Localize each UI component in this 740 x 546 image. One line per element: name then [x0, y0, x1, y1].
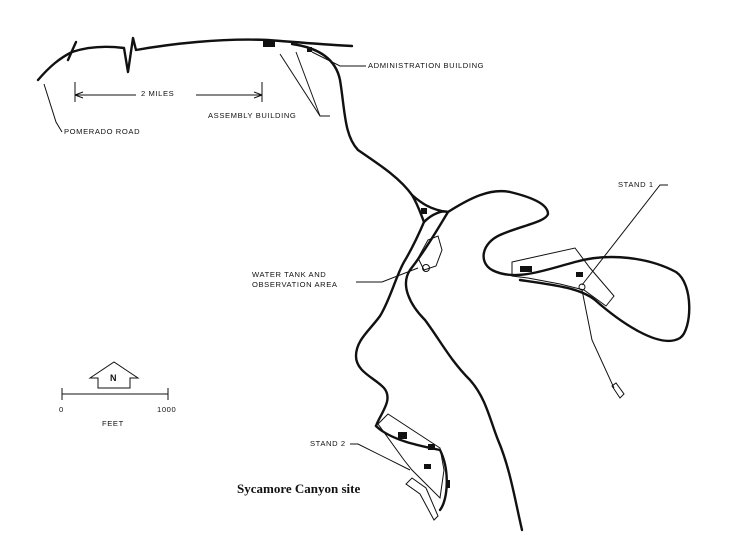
junction-building	[421, 208, 427, 214]
pomerado-road-line	[36, 36, 354, 82]
stand-2-building-b	[428, 444, 435, 450]
scale-unit: FEET	[102, 419, 124, 428]
scale-end: 1000	[157, 405, 177, 414]
assembly-building	[263, 40, 275, 47]
south-road-east	[404, 210, 524, 532]
north-arrow-icon	[88, 361, 140, 389]
stand-2-leader	[350, 443, 411, 471]
label-assembly-building: ASSEMBLY BUILDING	[208, 111, 297, 120]
north-arrow-label: N	[110, 373, 118, 383]
map-caption: Sycamore Canyon site	[237, 481, 361, 496]
road-fork-left	[66, 40, 78, 62]
distance-dimension-line	[74, 82, 263, 102]
stand-1-lane	[511, 247, 615, 307]
stand-2-building-d	[446, 480, 450, 488]
stand-2-building-c	[424, 464, 431, 469]
pomerado-leader	[43, 83, 63, 133]
label-stand-2: STAND 2	[310, 439, 346, 448]
scale-bar	[61, 388, 169, 400]
water-tank-leader	[356, 267, 419, 283]
water-tank	[422, 264, 430, 272]
stand-1-building-a	[520, 266, 532, 272]
access-road	[290, 42, 426, 224]
stand-2-building-a	[398, 432, 407, 439]
stand-1-spur	[581, 289, 615, 389]
label-administration-building: ADMINISTRATION BUILDING	[368, 61, 485, 70]
label-pomerado-road: POMERADO ROAD	[64, 127, 141, 136]
stand-2-lane	[377, 413, 445, 500]
junction	[410, 193, 450, 224]
label-distance: 2 MILES	[141, 89, 175, 98]
assembly-leader	[279, 53, 330, 117]
east-loop	[446, 189, 691, 343]
stand-2-spur	[405, 477, 439, 521]
label-water-tank-line2: OBSERVATION AREA	[252, 280, 338, 289]
assembly-leader-2	[295, 51, 321, 117]
south-road	[354, 220, 426, 428]
label-stand-1: STAND 1	[618, 180, 654, 189]
label-water-tank-line1: WATER TANK AND	[252, 270, 327, 279]
admin-leader	[311, 51, 366, 67]
stand-1-spur-end	[611, 382, 625, 399]
stand-2-road	[374, 424, 448, 512]
administration-building	[307, 47, 312, 52]
stand-1-building-b	[576, 272, 583, 277]
scale-start: 0	[59, 405, 64, 414]
stand-1-leader	[581, 184, 668, 286]
